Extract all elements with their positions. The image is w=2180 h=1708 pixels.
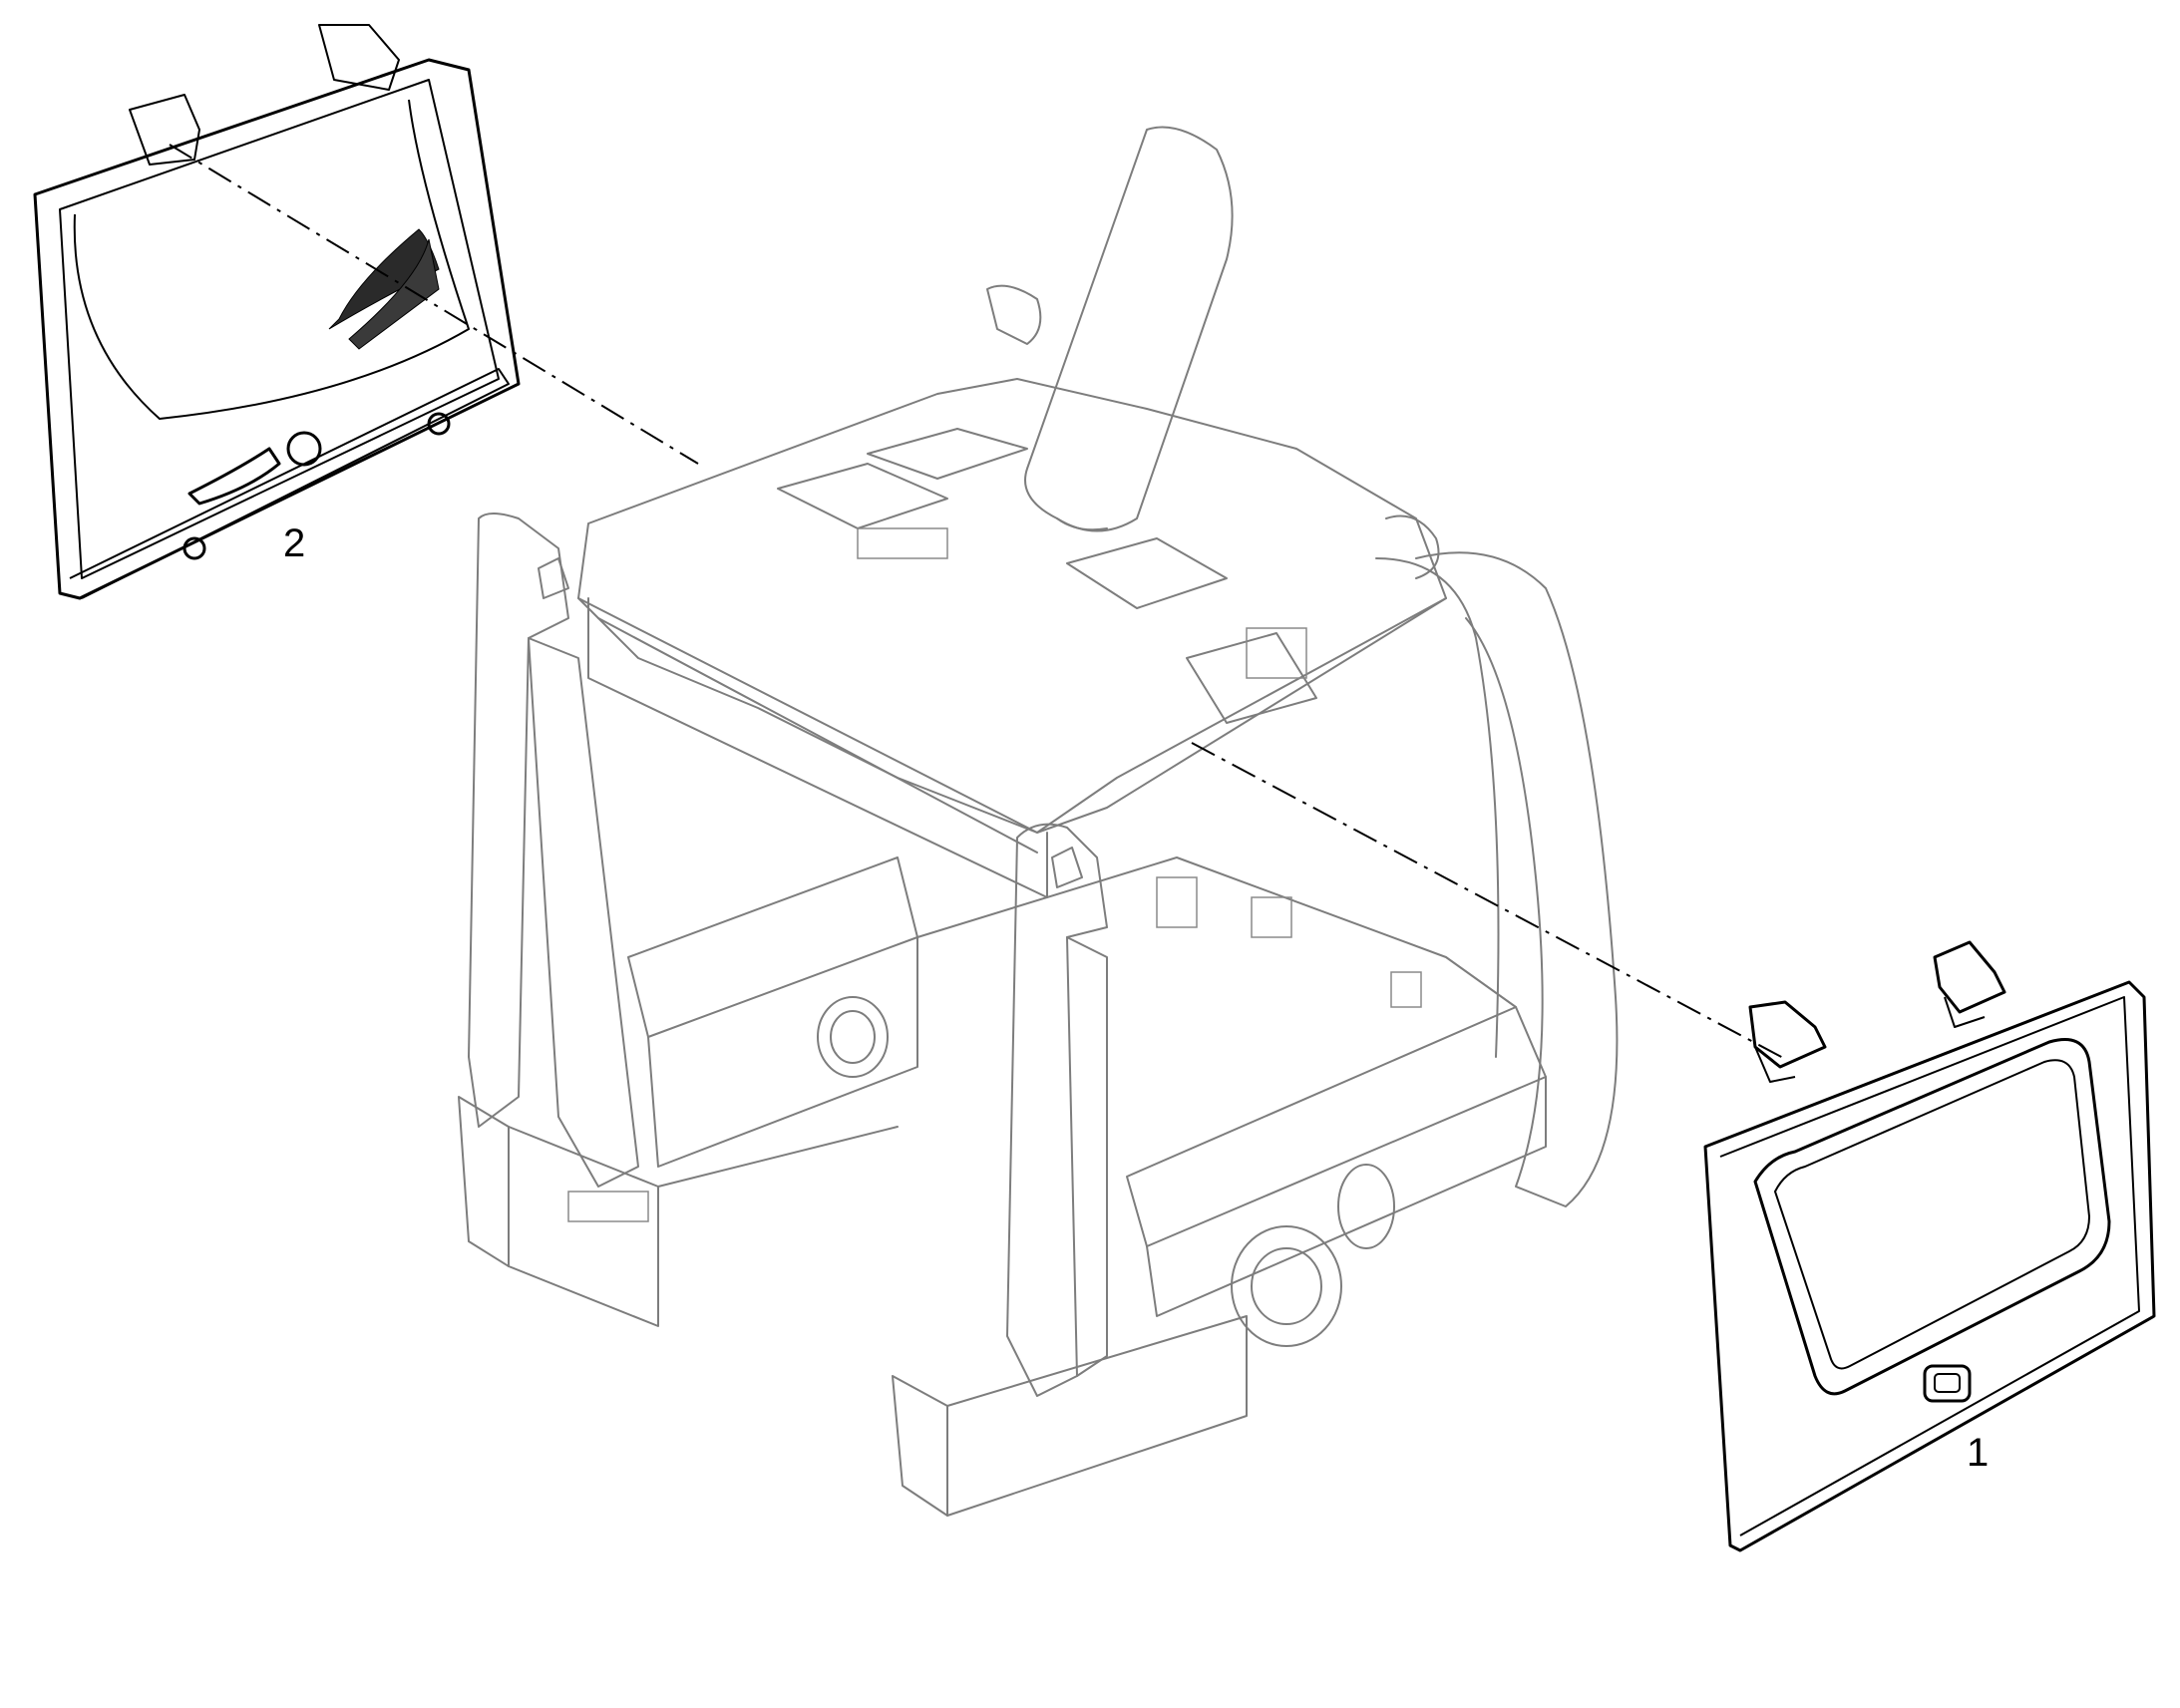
- vent-grille: [857, 527, 1307, 679]
- part-2-rear-window: [33, 24, 521, 600]
- cab-frame: [458, 126, 1619, 1517]
- leader-lines: [169, 144, 1786, 1060]
- callout-part-2: 2: [283, 521, 306, 565]
- callout-part-1: 1: [1967, 1431, 1990, 1475]
- part-1-door-panel: [1703, 940, 2156, 1552]
